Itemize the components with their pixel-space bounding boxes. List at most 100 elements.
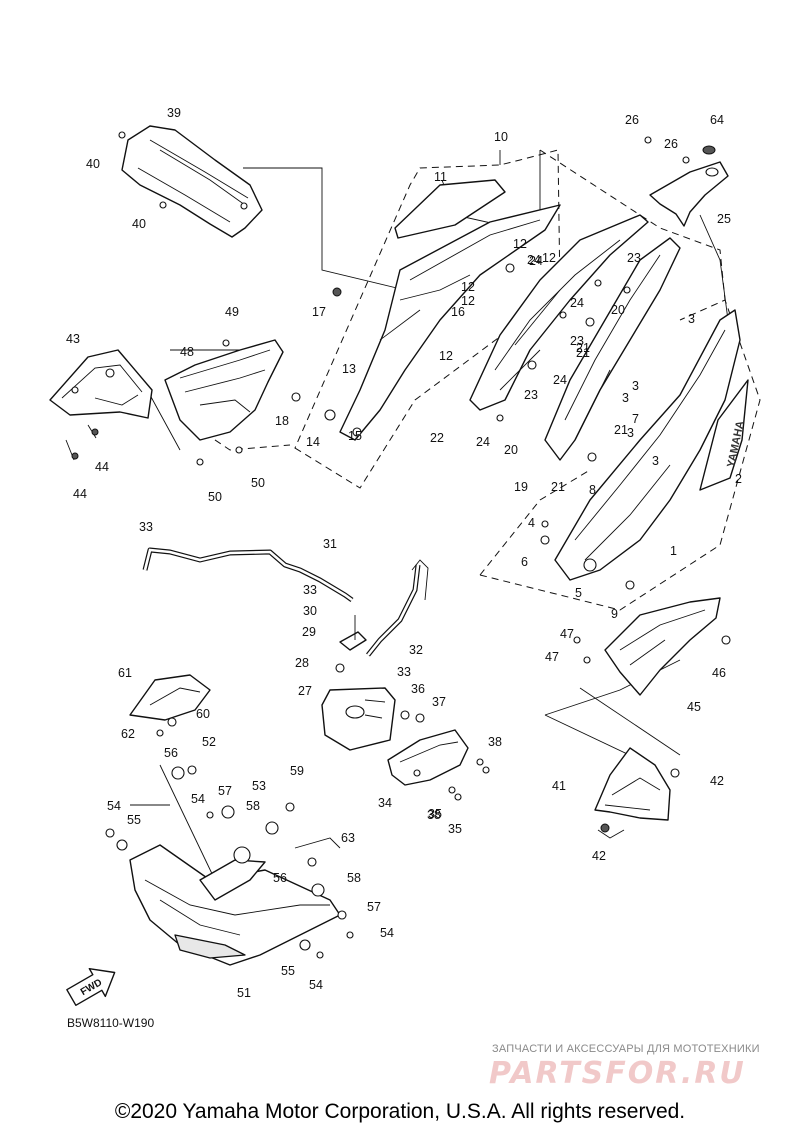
callout-12: 12 bbox=[439, 349, 453, 363]
callout-40: 40 bbox=[132, 217, 146, 231]
callout-28: 28 bbox=[295, 656, 309, 670]
callout-48: 48 bbox=[180, 345, 194, 359]
callout-39: 39 bbox=[167, 106, 181, 120]
callout-55: 55 bbox=[281, 964, 295, 978]
callout-17: 17 bbox=[312, 305, 326, 319]
callout-35: 35 bbox=[448, 822, 462, 836]
callout-24: 24 bbox=[553, 373, 567, 387]
callout-4: 4 bbox=[528, 516, 535, 530]
part-41-bracket bbox=[594, 747, 671, 821]
part-45-lower-cowl bbox=[604, 597, 721, 696]
part-43-bracket-panel bbox=[49, 349, 153, 419]
callout-43: 43 bbox=[66, 332, 80, 346]
callout-40: 40 bbox=[86, 157, 100, 171]
callout-12: 12 bbox=[513, 237, 527, 251]
callout-60: 60 bbox=[196, 707, 210, 721]
callout-55: 55 bbox=[127, 813, 141, 827]
callout-10: 10 bbox=[494, 130, 508, 144]
callout-30: 30 bbox=[303, 604, 317, 618]
callout-58: 58 bbox=[347, 871, 361, 885]
callout-31: 31 bbox=[323, 537, 337, 551]
callout-3: 3 bbox=[627, 426, 634, 440]
callout-47: 47 bbox=[560, 627, 574, 641]
callout-24: 24 bbox=[476, 435, 490, 449]
part-10-upper-cowl bbox=[339, 179, 561, 441]
callout-20: 20 bbox=[611, 303, 625, 317]
callout-12: 12 bbox=[461, 294, 475, 308]
callout-24: 24 bbox=[527, 253, 541, 267]
callout-16: 16 bbox=[451, 305, 465, 319]
callout-33: 33 bbox=[139, 520, 153, 534]
watermark-logo: PARTSFOR.RU bbox=[489, 1056, 746, 1091]
callout-47: 47 bbox=[545, 650, 559, 664]
callout-24: 24 bbox=[570, 296, 584, 310]
hardware-fasteners bbox=[71, 131, 731, 959]
callout-38: 38 bbox=[488, 735, 502, 749]
callout-54: 54 bbox=[380, 926, 394, 940]
callout-52: 52 bbox=[202, 735, 216, 749]
callout-21: 21 bbox=[576, 346, 590, 360]
callout-42: 42 bbox=[710, 774, 724, 788]
callout-51: 51 bbox=[237, 986, 251, 1000]
part-25-bracket bbox=[649, 145, 729, 227]
callout-33: 33 bbox=[303, 583, 317, 597]
callout-56: 56 bbox=[164, 746, 178, 760]
part-51-front-fairing bbox=[129, 844, 341, 966]
callout-3: 3 bbox=[632, 379, 639, 393]
callout-27: 27 bbox=[298, 684, 312, 698]
diagram-code: B5W8110-W190 bbox=[67, 1016, 155, 1030]
callout-63: 63 bbox=[341, 831, 355, 845]
part-61-small-cover bbox=[129, 674, 211, 721]
callout-38: 38 bbox=[427, 808, 441, 822]
callout-45: 45 bbox=[687, 700, 701, 714]
callout-36: 36 bbox=[411, 682, 425, 696]
callout-21: 21 bbox=[614, 423, 628, 437]
callout-35: 35 bbox=[428, 807, 442, 821]
fwd-arrow-icon: FWD bbox=[66, 967, 116, 1006]
callout-13: 13 bbox=[342, 362, 356, 376]
callout-11: 11 bbox=[434, 170, 447, 184]
part-34-bracket bbox=[387, 729, 469, 786]
callout-54: 54 bbox=[309, 978, 323, 992]
callout-42: 42 bbox=[592, 849, 606, 863]
callout-37: 37 bbox=[432, 695, 446, 709]
callout-44: 44 bbox=[73, 487, 87, 501]
callout-56: 56 bbox=[273, 871, 287, 885]
callout-34: 34 bbox=[378, 796, 392, 810]
callout-21: 21 bbox=[551, 480, 565, 494]
callout-12: 12 bbox=[542, 251, 556, 265]
callout-57: 57 bbox=[367, 900, 381, 914]
callout-24: 24 bbox=[529, 254, 543, 268]
callout-3: 3 bbox=[652, 454, 659, 468]
callout-2: 2 bbox=[735, 472, 742, 486]
callout-58: 58 bbox=[246, 799, 260, 813]
callout-14: 14 bbox=[306, 435, 320, 449]
callout-7: 7 bbox=[632, 412, 639, 426]
callout-54: 54 bbox=[191, 792, 205, 806]
callout-23: 23 bbox=[570, 334, 584, 348]
callout-5: 5 bbox=[575, 586, 582, 600]
callout-44: 44 bbox=[95, 460, 109, 474]
callout-18: 18 bbox=[275, 414, 289, 428]
callout-3: 3 bbox=[688, 312, 695, 326]
watermark-text: ЗАПЧАСТИ И АКСЕССУАРЫ ДЛЯ МОТОТЕХНИКИ bbox=[492, 1043, 760, 1055]
part-27-canister bbox=[321, 615, 396, 751]
part-39-side-trim bbox=[121, 125, 263, 238]
callout-62: 62 bbox=[121, 727, 135, 741]
callout-8: 8 bbox=[589, 483, 596, 497]
part-22-inner-panel bbox=[469, 214, 649, 411]
callout-61: 61 bbox=[118, 666, 132, 680]
callout-6: 6 bbox=[521, 555, 528, 569]
parts-diagram: YAMAHA bbox=[49, 106, 761, 1006]
callout-3: 3 bbox=[622, 391, 629, 405]
callout-1: 1 bbox=[670, 544, 677, 558]
callout-22: 22 bbox=[430, 431, 444, 445]
callout-26: 26 bbox=[625, 113, 639, 127]
callout-23: 23 bbox=[627, 251, 641, 265]
callout-32: 32 bbox=[409, 643, 423, 657]
callout-12: 12 bbox=[461, 280, 475, 294]
part-48-side-cover bbox=[164, 339, 284, 441]
callout-9: 9 bbox=[611, 607, 618, 621]
part-19-inner-panel bbox=[544, 237, 681, 461]
